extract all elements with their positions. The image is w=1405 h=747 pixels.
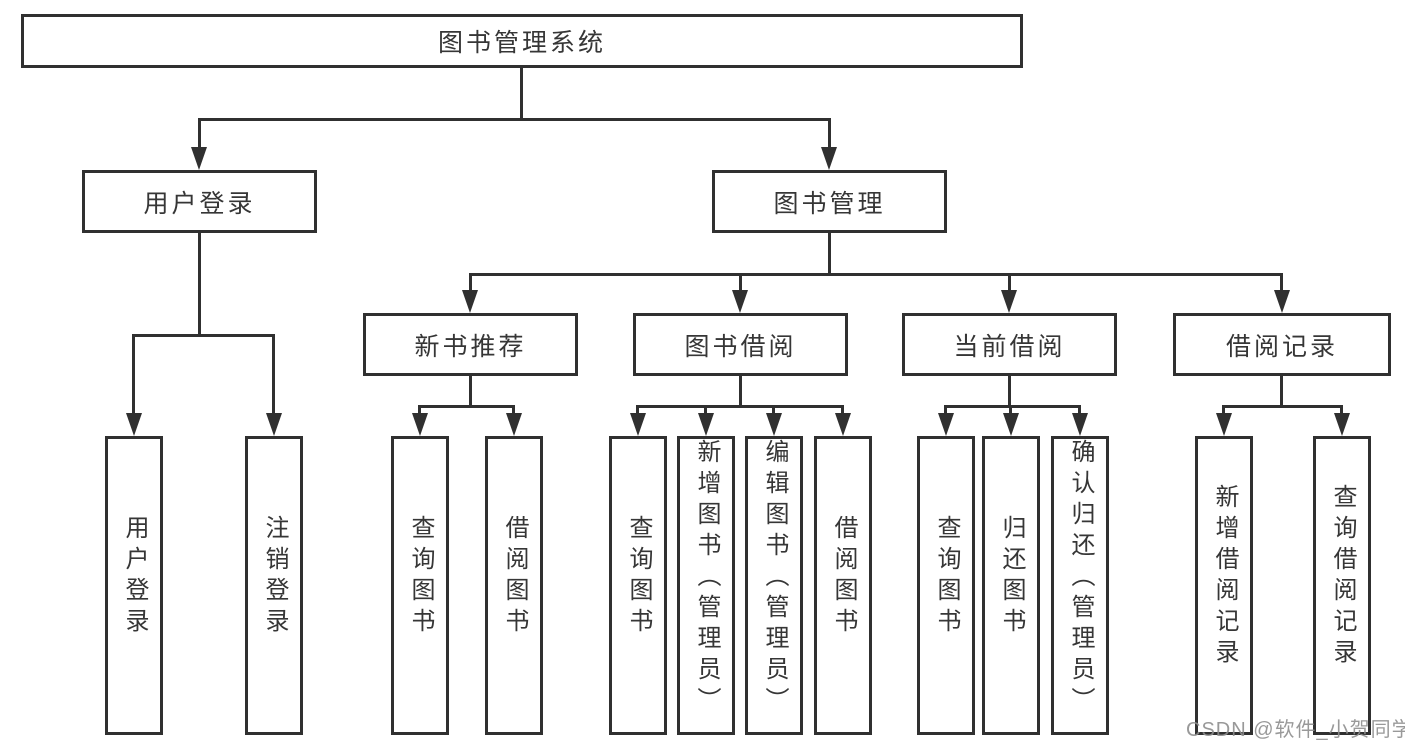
connector-g5-branch <box>1222 405 1343 408</box>
arrow-g3-leaf-2-icon <box>698 413 714 436</box>
node-borrowing-records: 借阅记录 <box>1173 313 1391 376</box>
connector-g2-drop-1 <box>418 405 421 413</box>
leaf-bb-borrow-book: 借阅图书 <box>814 436 872 735</box>
leaf-user-login-label: 用户登录 <box>121 514 148 639</box>
leaf-bb-query-book: 查询图书 <box>609 436 667 735</box>
connector-g4-branch <box>944 405 1081 408</box>
arrow-to-new-book-recommend-icon <box>462 290 478 313</box>
node-book-borrowing: 图书借阅 <box>633 313 848 376</box>
leaf-bb-edit-book-admin: 编辑图书（管理员） <box>745 436 803 735</box>
arrow-to-user-login-icon <box>191 147 207 170</box>
leaf-cb-confirm-return-admin: 确认归还（管理员） <box>1051 436 1109 735</box>
leaf-br-query-record-label: 查询借阅记录 <box>1329 483 1356 670</box>
arrow-g3-leaf-1-icon <box>630 413 646 436</box>
connector-books-drop-3 <box>1008 273 1011 290</box>
node-book-management: 图书管理 <box>712 170 947 233</box>
connector-g4-drop-3 <box>1078 405 1081 413</box>
node-new-book-recommend-label: 新书推荐 <box>414 332 527 361</box>
arrow-to-leaf-user-login-icon <box>126 413 142 436</box>
leaf-nbr-borrow-book-label: 借阅图书 <box>501 514 528 639</box>
connector-books-drop-1 <box>469 273 472 290</box>
connector-user-branch <box>132 334 275 337</box>
connector-books-branch <box>469 273 1283 276</box>
connector-g2-stub <box>469 376 472 405</box>
connector-g4-drop-1 <box>944 405 947 413</box>
arrow-g4-leaf-2-icon <box>1003 413 1019 436</box>
node-borrowing-records-label: 借阅记录 <box>1225 332 1338 361</box>
connector-root-drop-right <box>828 118 831 150</box>
leaf-logout: 注销登录 <box>245 436 303 735</box>
node-new-book-recommend: 新书推荐 <box>363 313 578 376</box>
node-book-management-label: 图书管理 <box>773 189 886 218</box>
arrow-to-book-borrowing-icon <box>732 290 748 313</box>
arrow-g5-leaf-2-icon <box>1334 413 1350 436</box>
leaf-br-query-record: 查询借阅记录 <box>1313 436 1371 735</box>
connector-g3-drop-4 <box>841 405 844 413</box>
arrow-g4-leaf-3-icon <box>1072 413 1088 436</box>
leaf-bb-query-book-label: 查询图书 <box>625 514 652 639</box>
leaf-logout-label: 注销登录 <box>261 514 288 639</box>
leaf-nbr-query-book: 查询图书 <box>391 436 449 735</box>
arrow-g3-leaf-3-icon <box>766 413 782 436</box>
leaf-nbr-query-book-label: 查询图书 <box>407 514 434 639</box>
arrow-g2-leaf-1-icon <box>412 413 428 436</box>
leaf-bb-borrow-book-label: 借阅图书 <box>830 514 857 639</box>
connector-user-drop-right <box>272 334 275 413</box>
csdn-watermark: CSDN @软件_小贺同学 <box>1186 719 1405 741</box>
arrow-g5-leaf-1-icon <box>1216 413 1232 436</box>
node-current-borrowing: 当前借阅 <box>902 313 1117 376</box>
node-user-login: 用户登录 <box>82 170 317 233</box>
leaf-bb-edit-book-admin-label: 编辑图书（管理员） <box>761 439 788 718</box>
connector-g3-stub <box>739 376 742 405</box>
connector-g4-stub <box>1008 376 1011 405</box>
node-user-login-label: 用户登录 <box>143 189 256 218</box>
arrow-to-leaf-logout-icon <box>266 413 282 436</box>
arrow-g4-leaf-1-icon <box>938 413 954 436</box>
connector-g4-drop-2 <box>1009 405 1012 413</box>
leaf-cb-query-book-label: 查询图书 <box>933 514 960 639</box>
leaf-cb-return-book: 归还图书 <box>982 436 1040 735</box>
arrow-to-current-borrowing-icon <box>1001 290 1017 313</box>
connector-books-drop-2 <box>739 273 742 290</box>
leaf-br-add-record-label: 新增借阅记录 <box>1211 483 1238 670</box>
connector-root-branch <box>198 118 831 121</box>
connector-g2-drop-2 <box>512 405 515 413</box>
connector-g2-branch <box>418 405 515 408</box>
leaf-user-login: 用户登录 <box>105 436 163 735</box>
node-root-label: 图书管理系统 <box>437 29 606 57</box>
leaf-bb-add-book-admin-label: 新增图书（管理员） <box>693 439 720 718</box>
connector-root-stub <box>520 68 523 118</box>
node-current-borrowing-label: 当前借阅 <box>953 332 1066 361</box>
arrow-g2-leaf-2-icon <box>506 413 522 436</box>
node-book-borrowing-label: 图书借阅 <box>684 332 797 361</box>
leaf-cb-confirm-return-admin-label: 确认归还（管理员） <box>1067 439 1094 718</box>
connector-books-stub <box>828 233 831 273</box>
arrow-to-book-management-icon <box>821 147 837 170</box>
arrow-g3-leaf-4-icon <box>835 413 851 436</box>
connector-g5-drop-2 <box>1340 405 1343 413</box>
arrow-to-borrowing-records-icon <box>1274 290 1290 313</box>
connector-g5-drop-1 <box>1222 405 1225 413</box>
leaf-br-add-record: 新增借阅记录 <box>1195 436 1253 735</box>
leaf-cb-return-book-label: 归还图书 <box>998 514 1025 639</box>
leaf-nbr-borrow-book: 借阅图书 <box>485 436 543 735</box>
leaf-bb-add-book-admin: 新增图书（管理员） <box>677 436 735 735</box>
connector-books-drop-4 <box>1280 273 1283 290</box>
connector-g3-drop-2 <box>704 405 707 413</box>
connector-user-drop-left <box>132 334 135 413</box>
connector-g3-drop-1 <box>636 405 639 413</box>
node-root: 图书管理系统 <box>21 14 1023 68</box>
connector-g3-drop-3 <box>772 405 775 413</box>
connector-g3-branch <box>636 405 844 408</box>
leaf-cb-query-book: 查询图书 <box>917 436 975 735</box>
connector-g5-stub <box>1280 376 1283 405</box>
connector-root-drop-left <box>198 118 201 150</box>
connector-user-stub <box>198 233 201 334</box>
